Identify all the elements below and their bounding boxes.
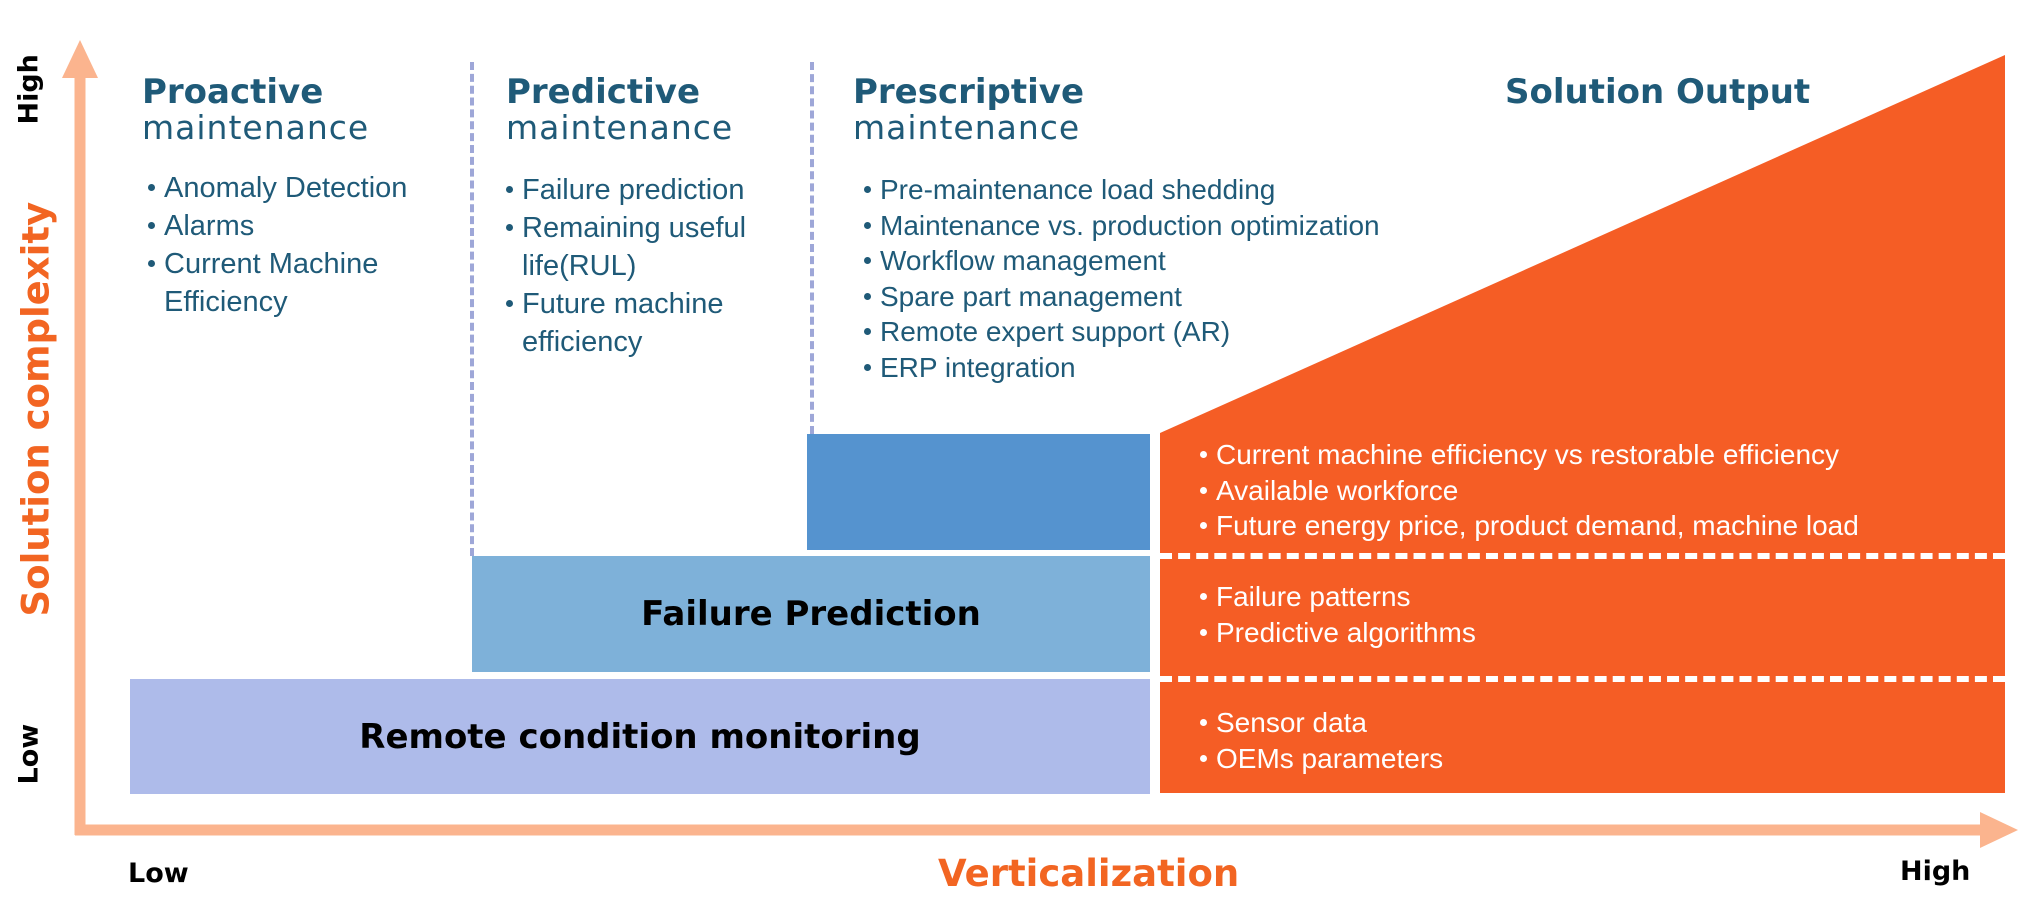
remote-condition-monitoring-block: Remote condition monitoring bbox=[130, 679, 1150, 794]
y-axis-arrowhead bbox=[62, 40, 98, 78]
output-tier-separator bbox=[1160, 676, 2005, 682]
list-item: Pre-maintenance load shedding bbox=[864, 172, 1424, 208]
x-axis-arrowhead bbox=[1980, 812, 2018, 848]
list-item: Sensor data bbox=[1200, 705, 2000, 741]
solution-output-area bbox=[1160, 55, 2005, 793]
list-item: Anomaly Detection bbox=[148, 169, 448, 207]
prescriptive-block bbox=[807, 434, 1150, 550]
list-item: Failure patterns bbox=[1200, 579, 2000, 615]
list-item: Maintenance vs. production optimization bbox=[864, 208, 1424, 244]
list-item: ERP integration bbox=[864, 350, 1424, 386]
list-item: Future energy price, product demand, mac… bbox=[1200, 508, 2000, 544]
list-item: Predictive algorithms bbox=[1200, 615, 2000, 651]
prescriptive-list: Pre-maintenance load shedding Maintenanc… bbox=[864, 172, 1424, 385]
proactive-heading-light: maintenance bbox=[142, 108, 370, 147]
separator-proactive-predictive bbox=[470, 62, 474, 556]
list-item: Current Machine Efficiency bbox=[148, 245, 448, 321]
predictive-list: Failure prediction Remaining useful life… bbox=[506, 171, 796, 361]
failure-prediction-block: Failure Prediction bbox=[472, 556, 1150, 672]
y-axis-low-label: Low bbox=[13, 723, 45, 785]
proactive-heading-strong: Proactive bbox=[142, 72, 324, 112]
separator-predictive-prescriptive bbox=[810, 62, 814, 434]
x-axis-title: Verticalization bbox=[938, 852, 1240, 895]
output-tier-predictive-list: Failure patterns Predictive algorithms bbox=[1200, 579, 2000, 650]
list-item: Spare part management bbox=[864, 279, 1424, 315]
list-item: Alarms bbox=[148, 207, 448, 245]
list-item: Current machine efficiency vs restorable… bbox=[1200, 437, 2000, 473]
y-axis-high-label: High bbox=[13, 54, 45, 125]
prescriptive-heading-light: maintenance bbox=[853, 108, 1081, 147]
output-tier-monitoring-list: Sensor data OEMs parameters bbox=[1200, 705, 2000, 776]
solution-output-title: Solution Output bbox=[1505, 72, 1811, 112]
proactive-list: Anomaly Detection Alarms Current Machine… bbox=[148, 169, 448, 321]
list-item: Available workforce bbox=[1200, 473, 2000, 509]
predictive-heading: Predictive maintenance bbox=[506, 74, 733, 146]
predictive-heading-strong: Predictive bbox=[506, 72, 701, 112]
y-axis-title: Solution complexity bbox=[14, 201, 58, 617]
remote-condition-monitoring-label: Remote condition monitoring bbox=[359, 716, 921, 757]
list-item: OEMs parameters bbox=[1200, 741, 2000, 777]
list-item: Remaining useful life(RUL) bbox=[506, 209, 796, 285]
prescriptive-heading-strong: Prescriptive bbox=[853, 72, 1085, 112]
list-item: Failure prediction bbox=[506, 171, 796, 209]
list-item: Workflow management bbox=[864, 243, 1424, 279]
list-item: Future machine efficiency bbox=[506, 285, 796, 361]
failure-prediction-label: Failure Prediction bbox=[641, 594, 981, 634]
x-axis-low-label: Low bbox=[128, 858, 189, 889]
x-axis-high-label: High bbox=[1900, 856, 1971, 887]
output-tier-prescriptive-list: Current machine efficiency vs restorable… bbox=[1200, 437, 2000, 544]
predictive-heading-light: maintenance bbox=[506, 108, 734, 147]
prescriptive-heading: Prescriptive maintenance bbox=[853, 74, 1084, 146]
list-item: Remote expert support (AR) bbox=[864, 314, 1424, 350]
proactive-heading: Proactive maintenance bbox=[142, 74, 369, 146]
output-tier-separator bbox=[1160, 553, 2005, 559]
